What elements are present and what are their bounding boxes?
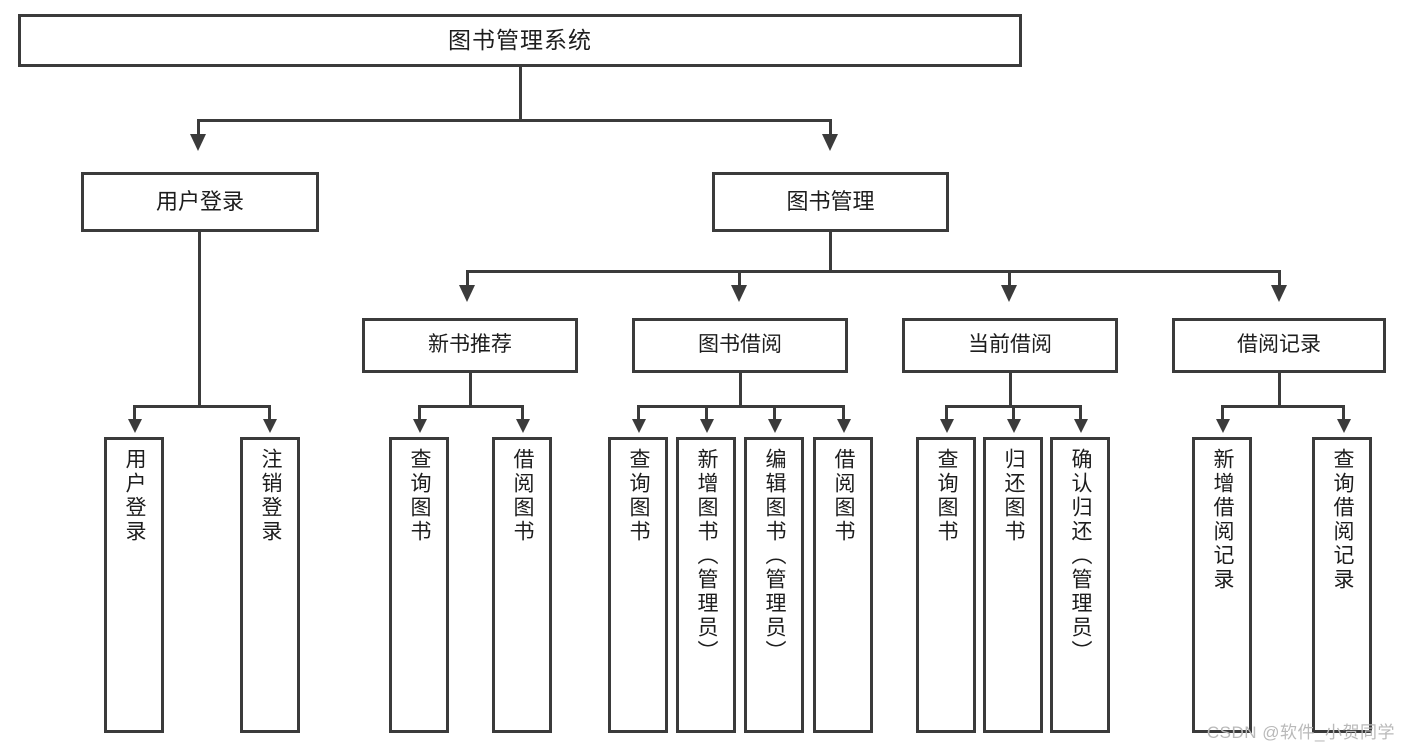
node-label: 图书管理系统 (448, 27, 592, 54)
connector-bookborrow-drop-3 (773, 405, 776, 419)
arrowhead-to-book-borrow (731, 285, 747, 302)
node-label: 编辑图书（管理员） (763, 448, 787, 664)
arrowhead-to-leaf-logout (263, 419, 277, 433)
arrowhead-to-leaf-query-book-3 (940, 419, 954, 433)
node-label: 用户登录 (155, 189, 244, 215)
node-label: 查询借阅记录 (1331, 448, 1355, 592)
arrowhead-to-leaf-add-book (700, 419, 714, 433)
node-label: 图书借阅 (698, 333, 782, 357)
connector-userlogin-stem (198, 232, 201, 405)
node-label: 借阅记录 (1237, 333, 1321, 357)
leaf-add-book-admin[interactable]: 新增图书（管理员） (676, 437, 736, 733)
node-label: 当前借阅 (968, 333, 1052, 357)
connector-bookmanage-bus (466, 270, 1281, 273)
connector-bookborrow-bus (637, 405, 842, 408)
connector-root-drop-right (829, 119, 832, 136)
connector-currentborrow-stem (1009, 373, 1012, 405)
leaf-confirm-return-admin[interactable]: 确认归还（管理员） (1050, 437, 1110, 733)
watermark-text: CSDN @软件_小贺同学 (1206, 723, 1395, 742)
connector-borrowrecord-drop-1 (1221, 405, 1224, 419)
connector-newbook-drop-2 (521, 405, 524, 419)
leaf-return-book[interactable]: 归还图书 (983, 437, 1043, 733)
connector-root-drop-left (197, 119, 200, 136)
arrowhead-to-leaf-borrow-book-1 (516, 419, 530, 433)
node-label: 借阅图书 (832, 448, 856, 544)
node-label: 图书管理 (786, 189, 875, 215)
connector-userlogin-bus (133, 405, 268, 408)
connector-root-stem (519, 67, 522, 119)
leaf-edit-book-admin[interactable]: 编辑图书（管理员） (744, 437, 804, 733)
connector-bookborrow-drop-2 (705, 405, 708, 419)
leaf-query-book-borrow[interactable]: 查询图书 (608, 437, 668, 733)
connector-newbook-stem (469, 373, 472, 405)
node-label: 新增图书（管理员） (695, 448, 719, 664)
arrowhead-to-borrow-record (1271, 285, 1287, 302)
node-label: 归还图书 (1002, 448, 1026, 544)
connector-bookborrow-drop-1 (637, 405, 640, 419)
node-label: 查询图书 (935, 448, 959, 544)
node-label: 用户登录 (123, 448, 147, 544)
leaf-add-borrow-record[interactable]: 新增借阅记录 (1192, 437, 1252, 733)
leaf-borrow-book-recommend[interactable]: 借阅图书 (492, 437, 552, 733)
connector-bookborrow-stem (739, 373, 742, 405)
arrowhead-to-user-login (190, 134, 206, 151)
node-label: 注销登录 (259, 448, 283, 544)
connector-currentborrow-drop-2 (1012, 405, 1015, 419)
leaf-logout[interactable]: 注销登录 (240, 437, 300, 733)
connector-borrowrecord-drop-2 (1342, 405, 1345, 419)
arrowhead-to-leaf-borrow-book-2 (837, 419, 851, 433)
node-user-login[interactable]: 用户登录 (81, 172, 319, 232)
leaf-query-borrow-record[interactable]: 查询借阅记录 (1312, 437, 1372, 733)
arrowhead-to-leaf-edit-book (768, 419, 782, 433)
node-book-manage[interactable]: 图书管理 (712, 172, 949, 232)
arrowhead-to-leaf-user-login (128, 419, 142, 433)
node-root-system[interactable]: 图书管理系统 (18, 14, 1022, 67)
node-label: 确认归还（管理员） (1069, 448, 1093, 664)
arrowhead-to-leaf-confirm-return (1074, 419, 1088, 433)
connector-userlogin-drop-1 (133, 405, 136, 419)
node-book-borrow[interactable]: 图书借阅 (632, 318, 848, 373)
node-borrow-record[interactable]: 借阅记录 (1172, 318, 1386, 373)
connector-bookborrow-drop-4 (842, 405, 845, 419)
arrowhead-to-new-book-recommend (459, 285, 475, 302)
node-new-book-recommend[interactable]: 新书推荐 (362, 318, 578, 373)
connector-bookmanage-drop-1 (466, 270, 469, 287)
connector-currentborrow-drop-1 (945, 405, 948, 419)
connector-root-bus (197, 119, 832, 122)
arrowhead-to-leaf-add-record (1216, 419, 1230, 433)
connector-userlogin-drop-2 (268, 405, 271, 419)
leaf-borrow-book[interactable]: 借阅图书 (813, 437, 873, 733)
node-label: 借阅图书 (511, 448, 535, 544)
arrowhead-to-book-manage (822, 134, 838, 151)
arrowhead-to-leaf-query-book-1 (413, 419, 427, 433)
node-current-borrow[interactable]: 当前借阅 (902, 318, 1118, 373)
node-label: 查询图书 (627, 448, 651, 544)
connector-bookmanage-drop-4 (1278, 270, 1281, 287)
connector-newbook-bus (418, 405, 521, 408)
arrowhead-to-current-borrow (1001, 285, 1017, 302)
node-label: 新书推荐 (428, 333, 512, 357)
leaf-query-book-current[interactable]: 查询图书 (916, 437, 976, 733)
connector-currentborrow-drop-3 (1079, 405, 1082, 419)
arrowhead-to-leaf-query-record (1337, 419, 1351, 433)
connector-bookmanage-stem (829, 232, 832, 270)
connector-newbook-drop-1 (418, 405, 421, 419)
node-label: 查询图书 (408, 448, 432, 544)
connector-bookmanage-drop-2 (738, 270, 741, 287)
arrowhead-to-leaf-return-book (1007, 419, 1021, 433)
connector-bookmanage-drop-3 (1008, 270, 1011, 287)
leaf-user-login[interactable]: 用户登录 (104, 437, 164, 733)
node-label: 新增借阅记录 (1211, 448, 1235, 592)
connector-borrowrecord-bus (1221, 405, 1342, 408)
arrowhead-to-leaf-query-book-2 (632, 419, 646, 433)
leaf-query-book-recommend[interactable]: 查询图书 (389, 437, 449, 733)
connector-borrowrecord-stem (1278, 373, 1281, 405)
